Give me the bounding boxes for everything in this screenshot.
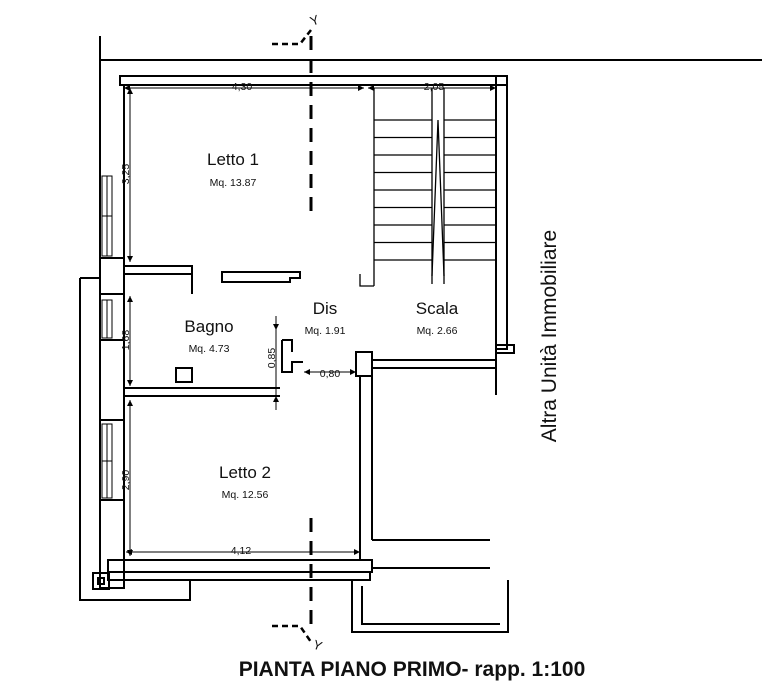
dim-left-middle: 1,68 <box>120 330 132 351</box>
staircase <box>359 88 497 287</box>
dimension-lines <box>124 87 496 556</box>
room-area-bagno: Mq. 4.73 <box>189 343 230 355</box>
room-area-letto1: Mq. 13.87 <box>210 177 257 189</box>
room-name-bagno: Bagno <box>184 317 233 336</box>
section-mark-bottom: Y <box>311 637 325 654</box>
dim-left-lower: 2,90 <box>120 470 132 491</box>
section-arrow-bottom <box>272 624 313 643</box>
room-area-scala: Mq. 2.66 <box>417 325 458 337</box>
dim-door-width: 0,80 <box>320 368 341 380</box>
dim-top-left: 4,30 <box>232 81 253 93</box>
room-area-dis: Mq. 1.91 <box>305 325 346 337</box>
windows <box>101 175 113 499</box>
dimension-ticks <box>124 85 496 556</box>
dim-bottom: 4,12 <box>231 545 252 557</box>
dim-top-right: 2,05 <box>424 81 445 93</box>
dim-door-height: 0,85 <box>266 348 278 369</box>
section-arrow-top <box>272 29 312 46</box>
room-name-scala: Scala <box>416 299 459 318</box>
room-name-letto2: Letto 2 <box>219 463 271 482</box>
room-area-letto2: Mq. 12.56 <box>222 489 269 501</box>
drawing-title: PIANTA PIANO PRIMO- rapp. 1:100 <box>239 658 586 681</box>
adjacent-unit-label: Altra Unità Immobiliare <box>538 230 561 442</box>
room-name-letto1: Letto 1 <box>207 150 259 169</box>
dim-left-upper: 3,25 <box>120 164 132 185</box>
room-name-dis: Dis <box>313 299 338 318</box>
section-mark-top: Y <box>308 12 322 29</box>
walls <box>79 36 762 633</box>
